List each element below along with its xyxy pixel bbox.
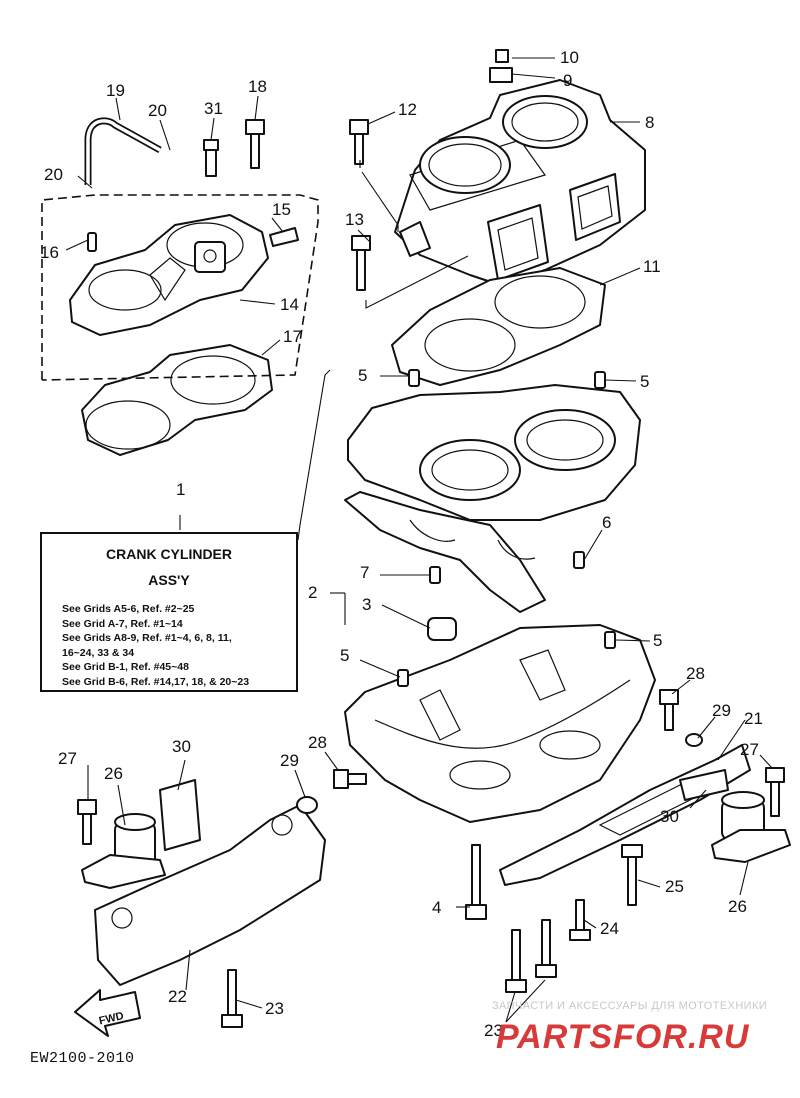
crankcase-upper (344, 384, 641, 613)
callout-4: 4 (432, 898, 441, 917)
callout-5c: 5 (653, 631, 662, 650)
callout-16: 16 (40, 243, 59, 262)
fwd-label: FWD (98, 1010, 125, 1027)
legend-subtitle: ASS'Y (148, 572, 190, 588)
legend-title: CRANK CYLINDER (106, 546, 232, 562)
callout-10: 10 (560, 48, 579, 67)
callout-28a: 28 (686, 664, 705, 683)
rubber-mount-right (711, 791, 791, 863)
washers (269, 49, 703, 814)
fwd-arrow: FWD (74, 989, 141, 1037)
callout-14: 14 (280, 295, 299, 314)
callout-15: 15 (272, 200, 291, 219)
callout-7: 7 (360, 563, 369, 582)
bracket-30 (159, 769, 729, 851)
callout-5b: 5 (640, 372, 649, 391)
callout-26b: 26 (104, 764, 123, 783)
callout-18: 18 (248, 77, 267, 96)
callout-9: 9 (563, 71, 572, 90)
callout-22: 22 (168, 987, 187, 1006)
dowel-pins (87, 232, 616, 687)
callout-23b: 23 (484, 1021, 503, 1040)
bolts (77, 119, 785, 1028)
drawing-code: EW2100-2010 (30, 1050, 135, 1067)
callout-24: 24 (600, 919, 619, 938)
callout-30b: 30 (172, 737, 191, 756)
assembly-legend-box: CRANK CYLINDER ASS'Y See Grids A5-6, Ref… (40, 532, 298, 692)
callout-20a: 20 (148, 101, 167, 120)
callout-30a: 30 (660, 807, 679, 826)
callout-27a: 27 (740, 740, 759, 759)
callout-28b: 28 (308, 733, 327, 752)
callout-5d: 5 (340, 646, 349, 665)
legend-line: See Grid A-7, Ref. #1~14 (62, 617, 183, 630)
callout-6: 6 (602, 513, 611, 532)
callout-21: 21 (744, 709, 763, 728)
rubber-mount-left (81, 813, 166, 889)
callout-26a: 26 (728, 897, 747, 916)
watermark-text: ЗАПЧАСТИ И АКСЕССУАРЫ ДЛЯ МОТОТЕХНИКИ (492, 1000, 768, 1012)
crankcase-lower (344, 624, 656, 823)
cylinder-gasket (391, 267, 606, 386)
callout-11: 11 (643, 257, 661, 276)
callout-31: 31 (204, 99, 223, 118)
callout-5a: 5 (358, 366, 367, 385)
head-gasket (81, 344, 273, 456)
engine-mount-front (94, 804, 326, 986)
callout-19: 19 (106, 81, 125, 100)
callout-12: 12 (398, 100, 417, 119)
cylinder-block (394, 79, 646, 286)
callout-29b: 29 (280, 751, 299, 770)
callout-23a: 23 (265, 999, 284, 1018)
legend-line: See Grids A8-9, Ref. #1~4, 6, 8, 11, (62, 632, 232, 644)
legend-line: 16~24, 33 & 34 (62, 646, 135, 659)
legend-line: See Grid B-6, Ref. #14,17, 18, & 20~23 (62, 675, 250, 688)
callout-20b: 20 (44, 165, 63, 184)
leader-lines (65, 57, 773, 1023)
callouts: 10 9 8 12 13 11 18 31 19 20 20 16 15 14 … (40, 48, 763, 1040)
hose-19 (84, 117, 162, 185)
callout-3: 3 (362, 595, 371, 614)
callout-29a: 29 (712, 701, 731, 720)
callout-17: 17 (283, 327, 302, 346)
watermark-logo: PARTSFOR.RU (496, 1018, 750, 1056)
cylinder-head-cover (69, 214, 269, 336)
callout-2: 2 (308, 583, 317, 602)
legend-line: See Grid B-1, Ref. #45~48 (62, 661, 189, 673)
callout-27b: 27 (58, 749, 77, 768)
callout-1: 1 (176, 480, 185, 499)
callout-8: 8 (645, 113, 654, 132)
legend-lines: See Grids A5-6, Ref. #2~25 See Grid A-7,… (62, 602, 249, 689)
group-outline (41, 194, 319, 381)
callout-13: 13 (345, 210, 364, 229)
legend-line: See Grids A5-6, Ref. #2~25 (62, 603, 195, 615)
callout-25: 25 (665, 877, 684, 896)
